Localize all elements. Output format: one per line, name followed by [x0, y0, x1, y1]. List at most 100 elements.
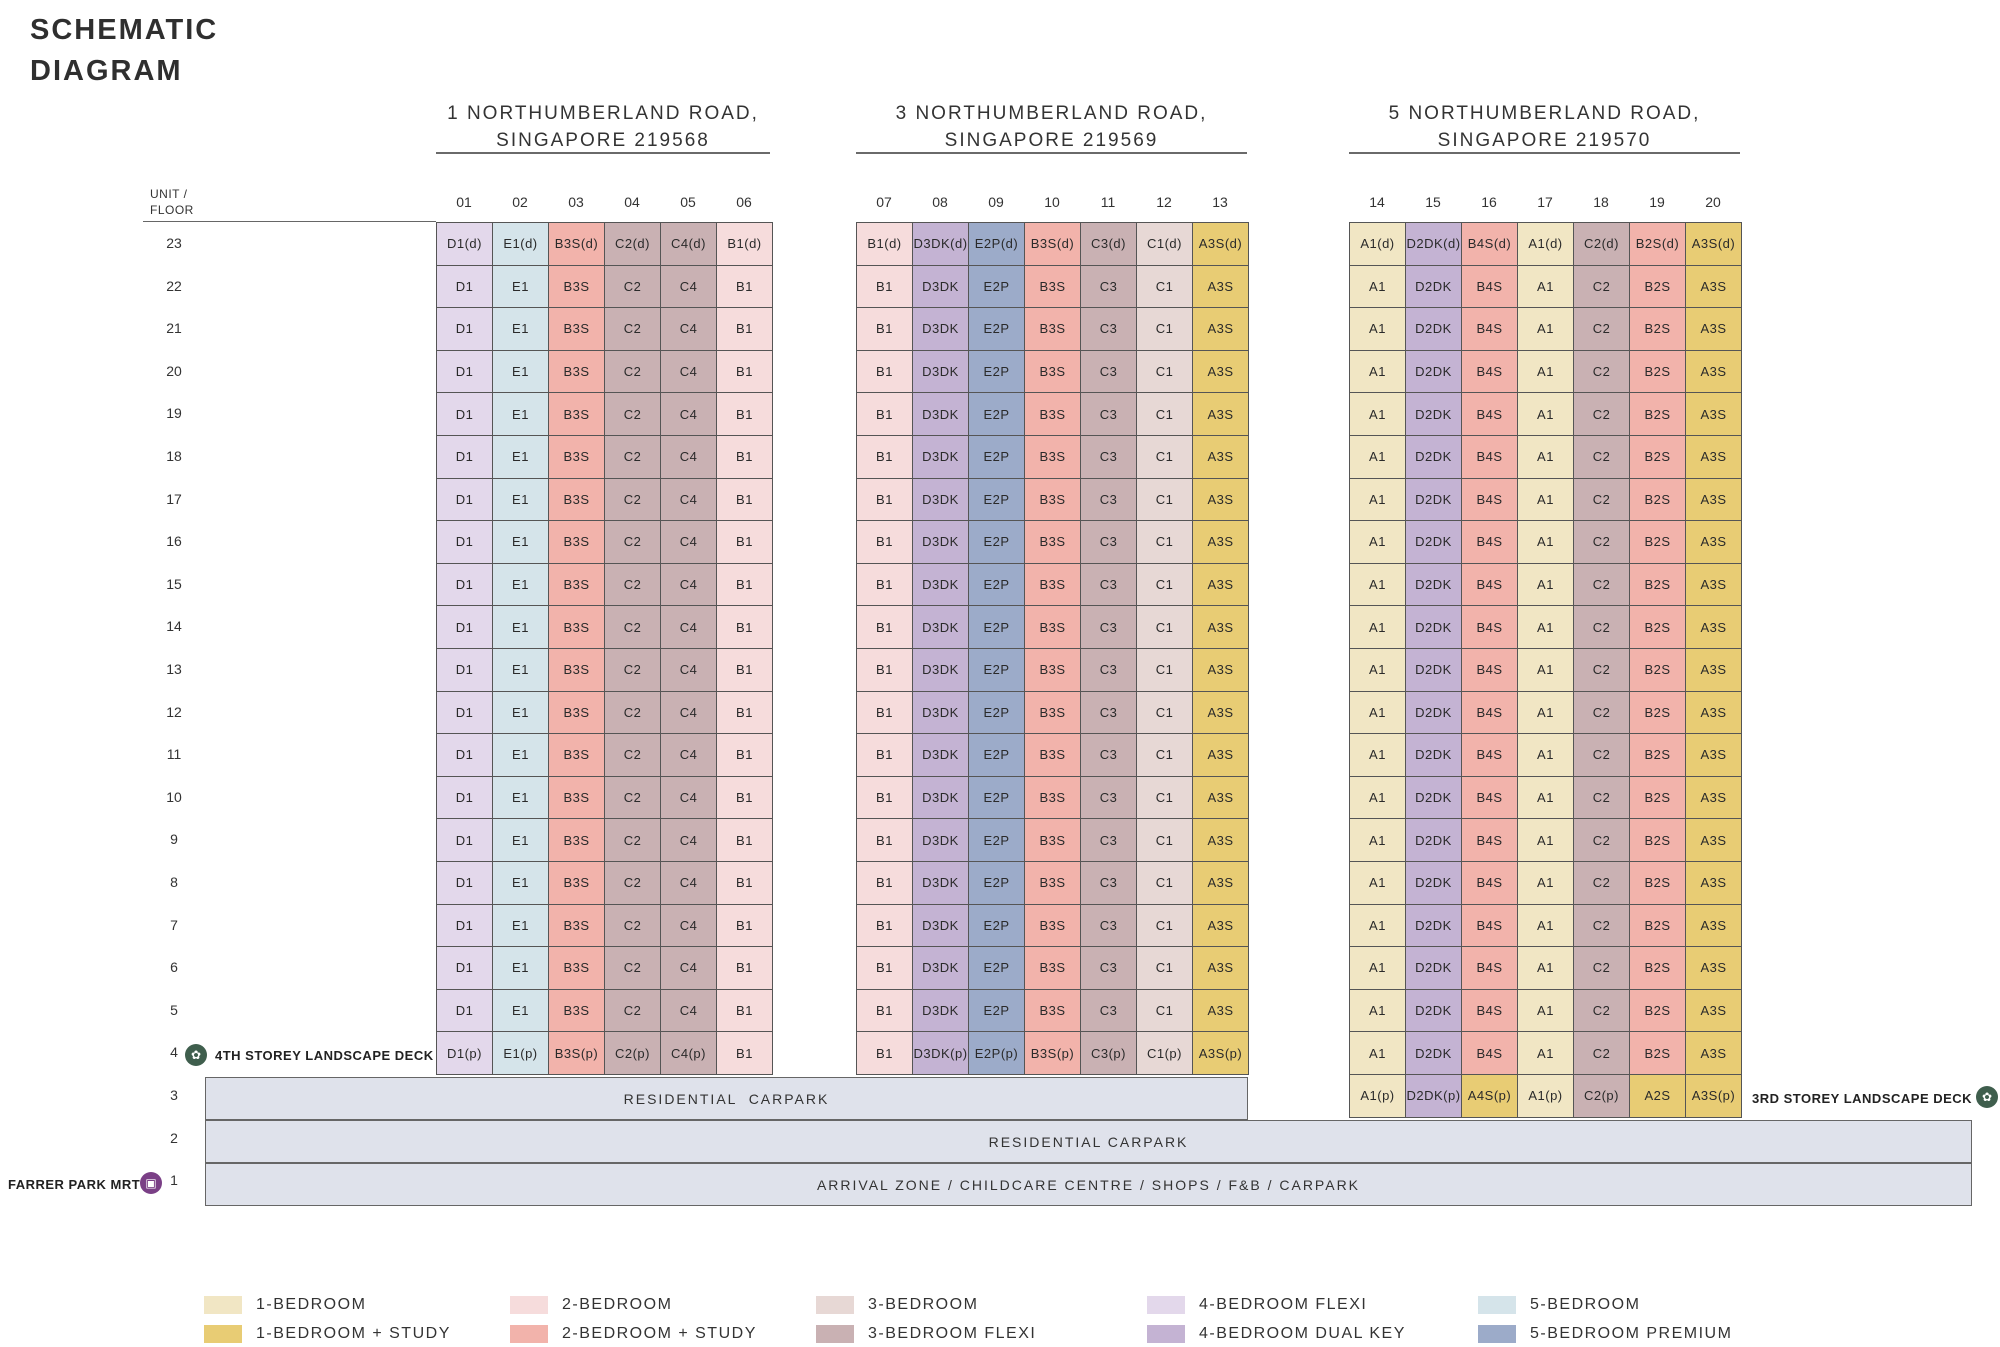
unit-cell: D1(d): [436, 222, 493, 266]
unit-cell: C3: [1080, 307, 1137, 351]
unit-cell: C2: [1573, 349, 1630, 394]
unit-cell: A3S: [1192, 605, 1249, 649]
block-1-address: 1 NORTHUMBERLAND ROAD,: [447, 103, 759, 124]
unit-cell: A1: [1517, 1031, 1574, 1075]
legend-swatch: [816, 1296, 854, 1314]
unit-cell: D1: [436, 988, 493, 1033]
unit-cell: E1: [492, 903, 549, 948]
unit-cell: C1: [1136, 349, 1193, 394]
unit-cell: B1: [856, 307, 913, 351]
legend-swatch: [510, 1325, 548, 1343]
unit-cell: C2: [1573, 605, 1630, 649]
unit-cell: E2P: [968, 392, 1025, 436]
floor-label-1: 1: [170, 1172, 178, 1189]
unit-cell: A1(p): [1349, 1074, 1406, 1118]
unit-cell: D2DK(d): [1405, 222, 1462, 266]
unit-cell: B1: [856, 988, 913, 1033]
unit-cell: B4S: [1461, 690, 1518, 735]
unit-cell: C2: [604, 903, 661, 948]
unit-cell: B1: [856, 690, 913, 735]
farrer-park-mrt-label: FARRER PARK MRT: [8, 1177, 141, 1192]
unit-cell: B1: [716, 1031, 773, 1075]
unit-cell: A3S: [1192, 648, 1249, 692]
unit-cell: D1: [436, 861, 493, 905]
unit-cell: E1: [492, 562, 549, 607]
legend-swatch: [510, 1296, 548, 1314]
unit-cell: C3: [1080, 435, 1137, 479]
unit-cell: C2: [604, 733, 661, 777]
unit-cell: D3DK: [912, 264, 969, 309]
unit-cell: B1: [716, 562, 773, 607]
unit-cell: A3S(p): [1192, 1031, 1249, 1075]
floor-label-19: 19: [166, 405, 182, 422]
unit-cell: C3: [1080, 392, 1137, 436]
unit-cell: E1: [492, 946, 549, 990]
unit-cell: B2S: [1629, 1031, 1686, 1075]
unit-cell: A3S: [1685, 648, 1742, 692]
unit-cell: C2: [1573, 861, 1630, 905]
unit-cell: D2DK: [1405, 946, 1462, 990]
unit-cell: B1: [856, 775, 913, 820]
unit-cell: C4: [660, 733, 717, 777]
unit-cell: A3S: [1192, 520, 1249, 564]
legend-label: 3-BEDROOM: [868, 1296, 979, 1313]
unit-cell: B3S: [1024, 264, 1081, 309]
unit-cell: C2: [604, 435, 661, 479]
unit-cell: B3S: [1024, 775, 1081, 820]
unit-cell: B1: [856, 392, 913, 436]
unit-cell: E1: [492, 775, 549, 820]
unit-header-09: 09: [988, 194, 1004, 210]
unit-cell: B3S: [548, 946, 605, 990]
unit-cell: A1: [1517, 307, 1574, 351]
unit-cell: C1: [1136, 690, 1193, 735]
unit-cell: B2S: [1629, 307, 1686, 351]
unit-cell: A1: [1349, 435, 1406, 479]
unit-cell: B1: [856, 562, 913, 607]
legend-swatch: [204, 1296, 242, 1314]
unit-cell: B1: [716, 903, 773, 948]
residential-carpark-floor-2: RESIDENTIAL CARPARK: [205, 1120, 1972, 1163]
unit-cell: B3S: [1024, 988, 1081, 1033]
unit-cell: C2: [604, 562, 661, 607]
unit-cell: A3S: [1685, 818, 1742, 862]
unit-floor-axis-label: UNIT / FLOOR: [150, 186, 194, 218]
unit-cell: C3: [1080, 903, 1137, 948]
unit-cell: B1: [856, 605, 913, 649]
unit-cell: D1: [436, 349, 493, 394]
unit-cell: B3S: [1024, 520, 1081, 564]
unit-cell: D3DK: [912, 861, 969, 905]
unit-cell: A3S: [1192, 733, 1249, 777]
unit-cell: A1: [1349, 605, 1406, 649]
unit-cell: A1: [1349, 648, 1406, 692]
unit-cell: D1: [436, 733, 493, 777]
floor-label-18: 18: [166, 448, 182, 464]
unit-cell: E1: [492, 988, 549, 1033]
unit-cell: E1: [492, 861, 549, 905]
unit-cell: C1: [1136, 648, 1193, 692]
unit-cell: A1: [1517, 477, 1574, 522]
unit-cell: E1: [492, 349, 549, 394]
unit-cell: A1(d): [1349, 222, 1406, 266]
unit-cell: A3S: [1685, 690, 1742, 735]
unit-cell: C2: [1573, 733, 1630, 777]
unit-cell: B3S: [548, 435, 605, 479]
unit-cell: E1: [492, 392, 549, 436]
unit-cell: C1: [1136, 946, 1193, 990]
unit-cell: C3: [1080, 349, 1137, 394]
unit-cell: C2: [604, 861, 661, 905]
unit-cell: A1: [1517, 392, 1574, 436]
unit-cell: B1: [856, 264, 913, 309]
unit-cell: A1: [1349, 861, 1406, 905]
unit-cell: B2S: [1629, 605, 1686, 649]
unit-cell: D3DK(d): [912, 222, 969, 266]
unit-cell: A1: [1517, 733, 1574, 777]
residential-carpark-floor-3: RESIDENTIAL CARPARK: [205, 1077, 1248, 1120]
floor-label-9: 9: [170, 831, 178, 848]
unit-cell: E2P: [968, 690, 1025, 735]
unit-cell: D2DK: [1405, 818, 1462, 862]
unit-cell: A1: [1517, 903, 1574, 948]
unit-cell: B4S: [1461, 520, 1518, 564]
unit-cell: B1: [716, 690, 773, 735]
unit-cell: A3S: [1192, 946, 1249, 990]
unit-cell: D1(p): [436, 1031, 493, 1075]
